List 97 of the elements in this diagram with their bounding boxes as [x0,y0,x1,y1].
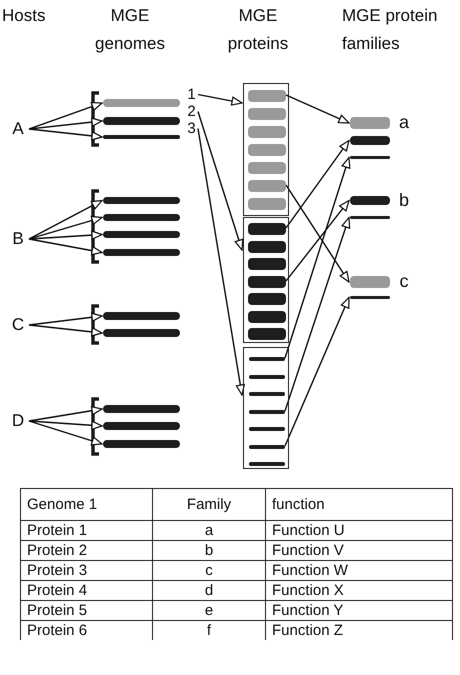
genome-bar [103,405,180,413]
table-cell: Function X [266,580,452,600]
protein-bar [248,144,286,156]
arrow [28,406,103,422]
genome-bar [103,117,180,125]
protein-bar [248,223,286,235]
genome-bar [103,231,180,238]
arrow [197,128,245,396]
arrow [28,216,103,240]
genome-bar [103,214,180,221]
table-cell: Function Y [266,600,452,620]
family-bar [350,276,390,288]
table-cell: function [266,488,452,520]
table-cell: Protein 6 [20,620,152,640]
host-label: C [8,314,28,336]
table-cell: Protein 2 [20,540,152,560]
protein-bar [249,427,285,431]
column-heading: MGE protein families [342,5,438,55]
arrow [284,156,350,358]
arrow [285,200,350,282]
table-cell: Protein 3 [20,560,152,580]
genome-bar [103,99,180,107]
arrow [28,324,103,336]
family-bar [350,156,390,159]
arrow [28,118,103,130]
family-bar [350,196,390,205]
arrow [28,128,103,140]
protein-bar [248,108,286,120]
family-bar [350,216,390,219]
column-heading: Hosts [2,5,46,27]
table-cell: d [152,580,266,600]
host-label: D [8,410,28,432]
genome-bar [103,197,180,204]
table-cell: Protein 1 [20,520,152,540]
table-cell: Genome 1 [20,488,152,520]
table-cell: e [152,600,266,620]
protein-bar [248,126,286,138]
arrow [284,296,350,446]
protein-bar [249,462,285,466]
family-bar [350,296,390,299]
protein-bar [248,311,286,323]
table-cell: Family [152,488,266,520]
gene-number: 3 [186,120,197,137]
protein-bar [248,276,286,288]
protein-bar [249,445,285,449]
table-cell: Function U [266,520,452,540]
table-cell: Protein 5 [20,600,152,620]
family-bar [350,136,390,145]
genome-bar [103,440,180,448]
gene-number: 1 [186,86,197,103]
arrow [285,140,350,228]
protein-bar [248,198,286,210]
arrow [28,238,103,256]
protein-group-box [243,83,289,216]
protein-bar [248,90,286,102]
arrow [28,312,103,326]
table-cell: c [152,560,266,580]
column-heading: MGE genomes [94,5,166,55]
protein-bar [249,357,285,361]
protein-bar [248,241,286,253]
protein-group-box [243,217,289,343]
arrow [28,102,103,130]
table-cell: b [152,540,266,560]
family-label: c [398,271,410,291]
arrow [284,216,350,412]
protein-bar [249,375,285,379]
protein-bar [249,410,285,414]
host-label: A [8,118,28,140]
genome-bar [103,422,180,430]
protein-bar [248,328,286,340]
host-label: B [8,228,28,250]
arrow [28,420,103,430]
protein-bar [248,258,286,270]
genome-bar [103,135,180,139]
genome-bar [103,312,180,320]
protein-group-box [243,347,289,469]
arrow [28,420,103,446]
protein-bar [249,392,285,396]
protein-bar [248,162,286,174]
table-cell: Protein 4 [20,580,152,600]
arrow [28,230,103,240]
arrow [285,184,350,283]
table-cell: Function V [266,540,452,560]
arrow [28,200,103,240]
family-label: b [398,190,410,210]
family-label: a [398,112,410,132]
protein-bar [248,180,286,192]
column-heading: MGE proteins [226,5,290,55]
genome-bar [103,249,180,256]
family-bar [350,117,390,129]
genome-bar [103,329,180,337]
table-cell: a [152,520,266,540]
protein-bar [248,293,286,305]
arrow [197,111,244,251]
arrow [198,94,243,106]
gene-number: 2 [186,103,197,120]
table-cell: Function W [266,560,452,580]
